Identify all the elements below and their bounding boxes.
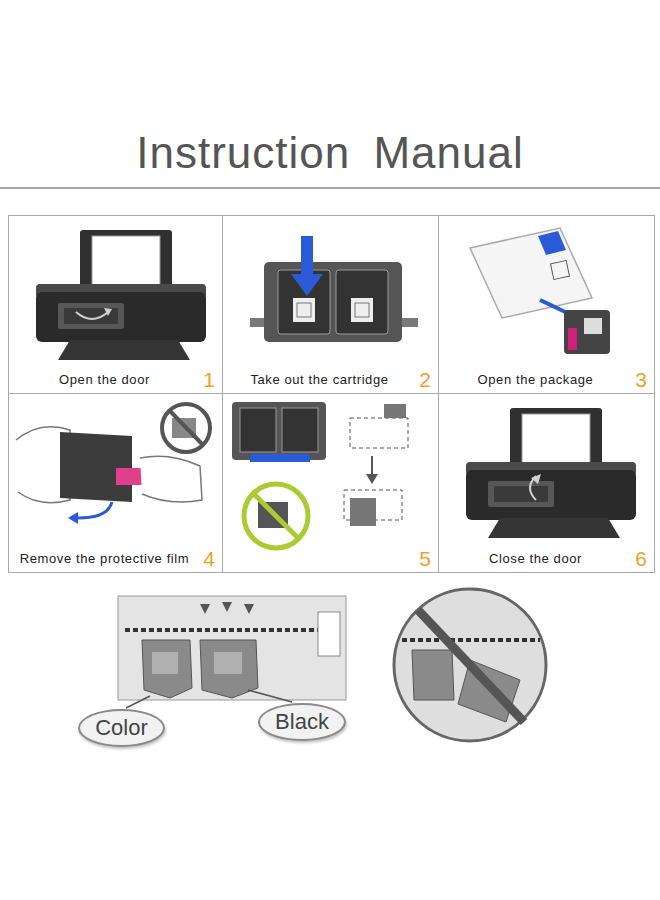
callout-label: Color [95, 715, 148, 741]
cartridge-carriage [264, 262, 402, 342]
carriage-detail [118, 596, 346, 700]
step-caption: Take out the cartridge [227, 372, 412, 387]
callout-oval: Black [258, 703, 346, 741]
printer-close [531, 474, 541, 484]
package [551, 261, 570, 280]
step-number: 1 [203, 369, 215, 390]
insert-cartridge [350, 498, 376, 526]
step-number: 2 [419, 369, 431, 390]
cartridge-carriage [297, 303, 311, 317]
package [470, 228, 592, 318]
insert-cartridge [232, 402, 326, 460]
insert-cartridge [384, 404, 406, 418]
carriage-detail [214, 652, 242, 674]
step-caption: Close the door [443, 551, 628, 566]
carriage-detail [118, 596, 346, 708]
prohibited-detail [418, 610, 524, 722]
cartridge-carriage [293, 298, 315, 322]
insert-cartridge [250, 454, 310, 462]
insert-cartridge [366, 474, 378, 484]
step-panel: 5 [222, 393, 439, 573]
insert-cartridge [282, 408, 318, 452]
remove-film [162, 404, 210, 452]
insert-cartridge [254, 494, 298, 538]
step-panel: Take out the cartridge 2 [222, 215, 439, 394]
step-number: 3 [635, 369, 647, 390]
printer-open [36, 230, 206, 360]
insert-cartridge [244, 484, 308, 548]
prohibited-detail [394, 589, 546, 741]
step-number: 5 [419, 548, 431, 569]
callout-oval: Color [78, 709, 165, 747]
printer-open [104, 308, 112, 316]
carriage-detail [142, 640, 192, 698]
remove-film [60, 432, 132, 502]
cartridge-carriage [250, 236, 418, 342]
printer-open [36, 230, 206, 360]
carriage-detail [200, 640, 258, 698]
step-number: 4 [203, 548, 215, 569]
cartridge-carriage [291, 274, 323, 296]
step-caption: Remove the protective film [13, 551, 196, 566]
step-panel: Remove the protective film 4 [8, 393, 223, 573]
prohibited-detail [412, 650, 454, 700]
cartridge-carriage [355, 303, 369, 317]
cartridge-carriage [336, 270, 388, 334]
package [568, 328, 577, 350]
package [564, 310, 610, 354]
cartridge-carriage [278, 270, 330, 334]
insert-cartridge [371, 456, 373, 476]
carriage-detail [126, 696, 150, 708]
title-rule [0, 187, 660, 189]
carriage-detail [222, 602, 232, 612]
package [538, 231, 566, 255]
insert-cartridge [350, 418, 408, 448]
package [470, 228, 610, 354]
carriage-detail [152, 652, 178, 674]
printer-open [76, 312, 108, 319]
title: Instruction Manual [0, 128, 660, 178]
package [584, 318, 602, 334]
step-caption: Open the door [13, 372, 196, 387]
prohibited-detail [402, 638, 540, 642]
cartridge-carriage [351, 298, 373, 322]
cartridge-carriage [301, 236, 313, 276]
remove-film [170, 411, 203, 445]
prohibited-detail [394, 589, 546, 741]
remove-film [68, 512, 78, 524]
remove-film [140, 456, 202, 502]
carriage-detail [248, 690, 292, 702]
printer-close [466, 408, 636, 538]
carriage-detail [244, 604, 254, 614]
step-panel: Close the door 6 [438, 393, 655, 573]
printer-close [466, 408, 636, 538]
carriage-detail [318, 612, 340, 656]
step-number: 6 [635, 548, 647, 569]
step-caption: Open the package [443, 372, 628, 387]
remove-film [16, 404, 210, 524]
step-panel: Open the door 1 [8, 215, 223, 394]
carriage-detail [125, 628, 340, 632]
callout-label: Black [275, 709, 329, 735]
insert-cartridge [240, 408, 276, 452]
insert-cartridge [232, 402, 408, 548]
remove-film [78, 502, 112, 518]
carriage-detail [200, 604, 210, 614]
step-panel: Open the package 3 [438, 215, 655, 394]
